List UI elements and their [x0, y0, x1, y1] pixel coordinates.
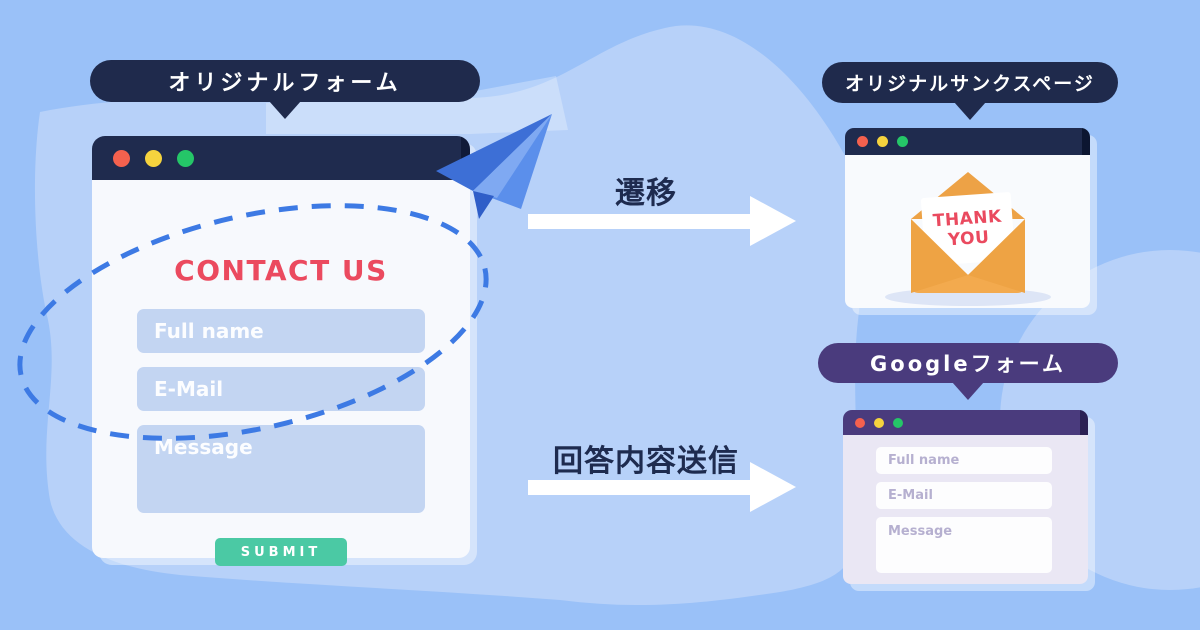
window-titlebar — [92, 136, 470, 180]
bubble-original-form: オリジナルフォーム — [90, 60, 480, 119]
window-body: CONTACT US SUBMIT — [92, 180, 470, 566]
email-input[interactable] — [137, 367, 425, 411]
thank-you-line1: THANK — [932, 207, 1002, 232]
bubble-tail — [952, 382, 984, 400]
maximize-window-icon[interactable] — [893, 417, 903, 428]
google-email-input[interactable] — [876, 482, 1052, 509]
bubble-thanks-page: オリジナルサンクスページ — [822, 62, 1118, 120]
arrow-head — [750, 196, 796, 246]
maximize-window-icon[interactable] — [177, 149, 194, 167]
thank-you-line2: YOU — [946, 228, 990, 251]
window-titlebar — [845, 128, 1090, 155]
message-input[interactable] — [137, 425, 425, 513]
submit-button[interactable]: SUBMIT — [215, 538, 347, 566]
arrow-head — [750, 462, 796, 512]
contact-form-window: CONTACT US SUBMIT — [92, 136, 470, 566]
bubble-thanks-page-label: オリジナルサンクスページ — [845, 73, 1095, 95]
envelope-left-flap — [911, 219, 968, 293]
minimize-window-icon[interactable] — [145, 149, 162, 167]
contact-form-title: CONTACT US — [174, 254, 388, 287]
close-window-icon[interactable] — [113, 149, 130, 167]
maximize-window-icon[interactable] — [897, 136, 908, 147]
thank-you-letter: THANK YOU — [920, 192, 1016, 266]
arrow-shaft — [528, 480, 751, 495]
close-window-icon[interactable] — [855, 417, 865, 428]
arrow-shaft — [528, 214, 751, 229]
thanks-page-window: THANK YOU — [845, 128, 1090, 308]
minimize-window-icon[interactable] — [877, 136, 888, 147]
google-full-name-input[interactable] — [876, 447, 1052, 474]
minimize-window-icon[interactable] — [874, 417, 884, 428]
bubble-tail — [269, 101, 301, 119]
envelope-icon: THANK YOU — [885, 172, 1051, 306]
bubble-tail — [954, 102, 986, 120]
window-titlebar — [843, 410, 1088, 435]
google-form-window — [843, 410, 1088, 584]
full-name-input[interactable] — [137, 309, 425, 353]
bubble-google-form-label: Googleフォーム — [870, 352, 1066, 376]
google-message-input[interactable] — [876, 517, 1052, 573]
bubble-google-form: Googleフォーム — [818, 343, 1118, 400]
envelope-right-flap — [968, 219, 1025, 293]
bubble-original-form-label: オリジナルフォーム — [168, 71, 402, 96]
close-window-icon[interactable] — [857, 136, 868, 147]
send-arrow-label: 回答内容送信 — [553, 444, 739, 479]
window-body: THANK YOU — [845, 155, 1090, 308]
window-body — [843, 435, 1088, 584]
transition-arrow-label: 遷移 — [615, 176, 677, 211]
